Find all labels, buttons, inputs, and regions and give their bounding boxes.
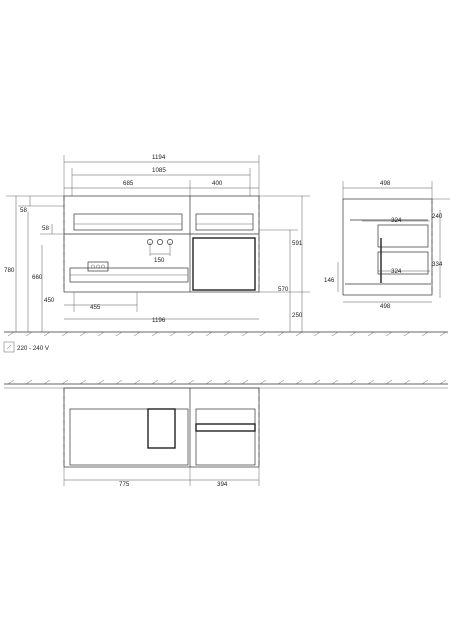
dim-plan-width-right: 394 (217, 481, 228, 488)
hatch-mark (367, 331, 375, 337)
voltage-label: 220 - 240 V (17, 345, 50, 352)
hatch-mark (151, 379, 159, 385)
hatch-mark (421, 379, 429, 385)
hatch-mark (403, 331, 411, 337)
dim-height-334: 334 (432, 261, 443, 268)
floor-hatching (7, 331, 447, 337)
hatch-mark (169, 379, 177, 385)
hatch-mark (187, 331, 195, 337)
hatch-mark (349, 379, 357, 385)
hatch-mark (277, 331, 285, 337)
hatch-mark (421, 331, 429, 337)
dim-height-250: 250 (292, 312, 303, 319)
hatch-mark (295, 379, 303, 385)
hatch-mark (205, 331, 213, 337)
hatch-mark (241, 331, 249, 337)
hatch-mark (61, 379, 69, 385)
hatch-mark (133, 331, 141, 337)
hatch-mark (349, 331, 357, 337)
dim-depth-top: 498 (380, 180, 391, 187)
dim-width-total: 1194 (152, 154, 166, 161)
hatch-mark (115, 379, 123, 385)
hatch-mark (313, 331, 321, 337)
hatch-mark (115, 331, 123, 337)
dim-width-right: 400 (212, 180, 223, 187)
wall-hatching (7, 379, 447, 385)
dim-width-inner: 1085 (152, 167, 166, 174)
dim-height-total: 780 (4, 267, 15, 274)
dim-width-left: 685 (123, 180, 134, 187)
dim-drain-offset: 455 (90, 304, 101, 311)
hatch-mark (241, 379, 249, 385)
dim-plan-width-left: 775 (119, 481, 130, 488)
hatch-mark (367, 379, 375, 385)
hatch-mark (25, 331, 33, 337)
hatch-mark (313, 379, 321, 385)
hatch-mark (259, 331, 267, 337)
hatch-mark (79, 379, 87, 385)
dim-height-570: 570 (278, 286, 289, 293)
hatch-mark (403, 379, 411, 385)
side-view: 498 324 324 240 334 146 498 (324, 180, 450, 310)
hatch-mark (277, 379, 285, 385)
dim-height-146: 146 (324, 277, 335, 284)
dim-bottom-width: 1196 (152, 317, 166, 324)
hatch-mark (385, 331, 393, 337)
hatch-mark (43, 331, 51, 337)
hatch-mark (439, 331, 447, 337)
hatch-mark (43, 379, 51, 385)
hatch-mark (97, 379, 105, 385)
hatch-mark (223, 331, 231, 337)
dim-height-591: 591 (292, 240, 303, 247)
hatch-mark (295, 331, 303, 337)
hatch-mark (169, 331, 177, 337)
hatch-mark (205, 379, 213, 385)
dim-height-660: 660 (32, 274, 43, 281)
hatch-mark (259, 379, 267, 385)
electrical-note: 220 - 240 V (3, 341, 50, 353)
dim-height-240: 240 (432, 213, 443, 220)
hatch-mark (79, 331, 87, 337)
hatch-mark (133, 379, 141, 385)
hatch-mark (7, 331, 15, 337)
dim-depth-bottom: 498 (380, 303, 391, 310)
plan-view: 775 394 (4, 379, 448, 488)
hatch-mark (151, 331, 159, 337)
dim-top-offset: 58 (20, 207, 27, 214)
hatch-mark (331, 379, 339, 385)
hatch-mark (331, 331, 339, 337)
hatch-mark (187, 379, 195, 385)
dim-top-offset-inner: 58 (42, 225, 49, 232)
front-view: 1194 1085 685 400 150 (4, 154, 310, 332)
hatch-mark (61, 331, 69, 337)
dim-height-450: 450 (44, 297, 55, 304)
hatch-mark (385, 379, 393, 385)
hatch-mark (25, 379, 33, 385)
hatch-mark (223, 379, 231, 385)
hatch-mark (7, 379, 15, 385)
dim-tap-spacing: 150 (154, 257, 165, 264)
hatch-mark (439, 379, 447, 385)
dim-shelf-depth-lower: 324 (391, 268, 402, 275)
hatch-mark (97, 331, 105, 337)
dim-shelf-depth-upper: 324 (391, 217, 402, 224)
